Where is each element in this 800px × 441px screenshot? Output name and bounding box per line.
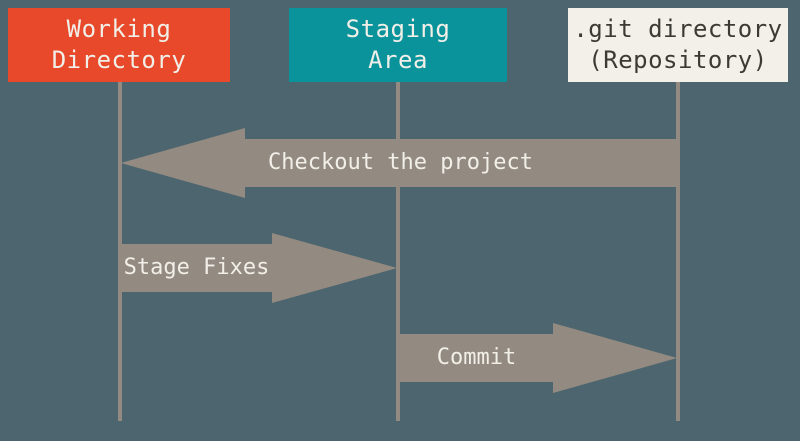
checkout-arrow-shaft [245, 139, 680, 187]
stage-fixes-arrow-shaft [121, 244, 272, 292]
commit-arrow-shaft [400, 334, 553, 382]
git-directory-box: .git directory (Repository) [568, 8, 788, 82]
working-directory-lifeline [117, 82, 122, 421]
staging-area-label: Staging Area [345, 15, 451, 74]
checkout-arrow-head-icon [121, 128, 245, 198]
staging-area-lifeline [396, 82, 400, 421]
stage-fixes-arrow-label: Stage Fixes [123, 255, 270, 280]
stage-fixes-arrow-head-icon [272, 233, 397, 303]
commit-arrow-head-icon [553, 323, 677, 393]
checkout-arrow-label: Checkout the project [268, 150, 533, 175]
commit-arrow-label: Commit [436, 345, 517, 370]
working-directory-label: Working Directory [51, 15, 187, 74]
git-directory-label: .git directory (Repository) [573, 15, 783, 74]
staging-area-box: Staging Area [289, 8, 507, 82]
working-directory-box: Working Directory [8, 8, 230, 82]
git-directory-lifeline [676, 82, 680, 421]
